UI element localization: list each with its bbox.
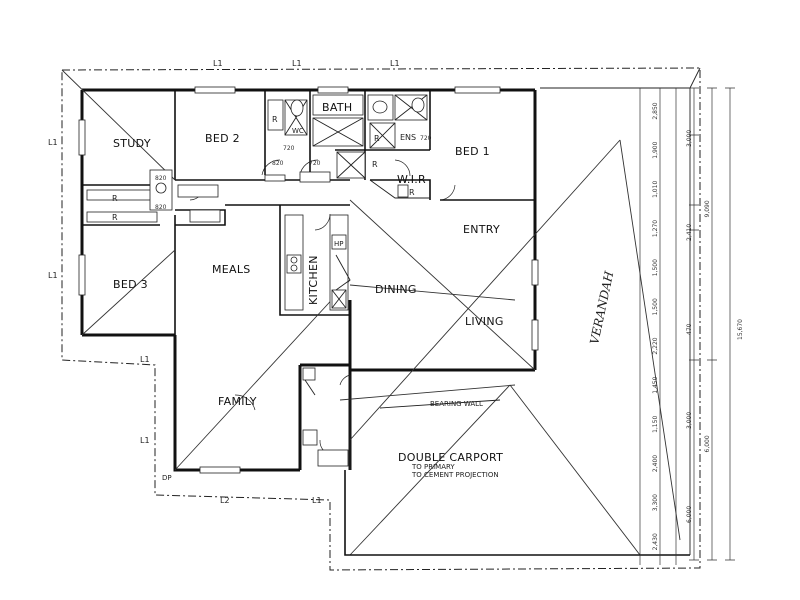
- room-label-family: FAMILY: [218, 395, 257, 408]
- carport-outline: [344, 375, 690, 556]
- eave-mark-bottom-l2: L2: [220, 496, 230, 505]
- dimension-outer-0: 9,090: [704, 200, 711, 217]
- windows: [78, 86, 539, 474]
- dimension-inner-11: 2,430: [652, 533, 659, 550]
- eave-mark-top-1: L1: [213, 59, 223, 68]
- eave-mark-bottom-l1: L1: [312, 496, 322, 505]
- robe-label-study: R: [112, 194, 118, 203]
- door-width-wc: 720: [283, 145, 295, 152]
- dimension-overall: 15,670: [737, 319, 744, 340]
- room-label-dining: DINING: [375, 283, 417, 296]
- dimension-inner-0: 2,850: [652, 102, 659, 119]
- dimension-inner-6: 2,220: [652, 337, 659, 354]
- robe-shelves: [86, 169, 331, 223]
- dimension-mid-1: 2,410: [686, 224, 693, 241]
- dimension-inner-9: 2,400: [652, 455, 659, 472]
- eave-mark-left-3: L1: [140, 355, 150, 364]
- door-width-ens: 720: [420, 135, 432, 142]
- hp-label: HP: [334, 240, 344, 248]
- room-label-verandah: VERANDAH: [587, 269, 616, 345]
- eave-mark-left-2: L1: [48, 271, 58, 280]
- dimension-overall-text: 15,670: [737, 319, 744, 340]
- dimension-inner-8: 1,150: [652, 416, 659, 433]
- room-label-ens: ENS: [400, 133, 416, 142]
- room-label-study: STUDY: [113, 137, 151, 150]
- eave-marks: L1 L1 L1 L1 L1 L1 L1 L2 L1: [48, 59, 400, 505]
- dimension-mid-0: 3,000: [686, 130, 693, 147]
- eave-mark-top-2: L1: [292, 59, 302, 68]
- dimension-outer-1: 6,000: [704, 435, 711, 452]
- room-label-living: LIVING: [465, 315, 504, 328]
- room-label-meals: MEALS: [212, 263, 251, 276]
- dimension-inner-string: 2,850 1,900 1,010 1,270 1,500 1,500 2,220 1,450…: [652, 102, 659, 550]
- dimension-mid-4: 6,000: [686, 506, 693, 523]
- dimension-mid-3: 3,000: [686, 412, 693, 429]
- bath-fixtures: [267, 94, 428, 179]
- room-label-bath: BATH: [322, 101, 352, 114]
- bearing-wall-note: BEARING WALL: [430, 400, 483, 408]
- dimension-inner-7: 1,450: [652, 376, 659, 393]
- room-label-bed1: BED 1: [455, 145, 490, 158]
- wc-label: WC: [292, 127, 304, 135]
- room-label-double-carport: DOUBLE CARPORT: [398, 451, 503, 464]
- annotations: BEARING WALL TO PRIMARY TO CEMENT PROJEC…: [112, 115, 499, 482]
- dimension-inner-3: 1,270: [652, 220, 659, 237]
- carport-note-1: TO PRIMARY: [411, 463, 455, 471]
- kitchen-fixtures: [284, 214, 351, 311]
- laundry-fixtures: [302, 367, 349, 467]
- dimension-mid-string: 3,000 2,410 470 3,000 6,000: [686, 130, 693, 523]
- dimension-inner-1: 1,900: [652, 141, 659, 158]
- eave-mark-top-3: L1: [390, 59, 400, 68]
- robe-label-wir-2: R: [409, 188, 415, 197]
- door-width-bath: 720: [309, 160, 321, 167]
- dimension-outer-string: 9,090 6,000: [704, 200, 711, 452]
- dp-label: DP: [162, 474, 172, 482]
- robe-label-bed3: R: [112, 213, 118, 222]
- robe-label-ens: R: [374, 134, 380, 143]
- door-width-bed3: 820: [155, 204, 167, 211]
- room-label-bed3: BED 3: [113, 278, 148, 291]
- eave-mark-left-1: L1: [48, 138, 58, 147]
- robe-label-wir-1: R: [372, 160, 378, 169]
- door-width-marks: 820 820 820 720 720 720: [155, 135, 432, 211]
- eave-mark-left-4: L1: [140, 436, 150, 445]
- internal-walls: [82, 90, 535, 335]
- dimension-mid-2: 470: [686, 323, 693, 335]
- eave-line: [61, 67, 701, 571]
- dimension-inner-2: 1,010: [652, 181, 659, 198]
- door-width-bed2: 820: [272, 160, 284, 167]
- dimension-inner-5: 1,500: [652, 298, 659, 315]
- wir-shelving: [369, 179, 430, 199]
- room-label-wir: W.I.R: [397, 173, 426, 186]
- room-label-kitchen: KITCHEN: [307, 255, 320, 305]
- door-width-study: 820: [155, 175, 167, 182]
- robe-label-bed2: R: [272, 115, 278, 124]
- roof-hip-lines: [61, 69, 681, 556]
- room-label-bed2: BED 2: [205, 132, 240, 145]
- carport-note-2: TO CEMENT PROJECTION: [411, 471, 499, 479]
- dimension-inner-4: 1,500: [652, 259, 659, 276]
- dimension-inner-10: 3,300: [652, 494, 659, 511]
- room-label-entry: ENTRY: [463, 223, 500, 236]
- dimension-lines: [639, 87, 735, 565]
